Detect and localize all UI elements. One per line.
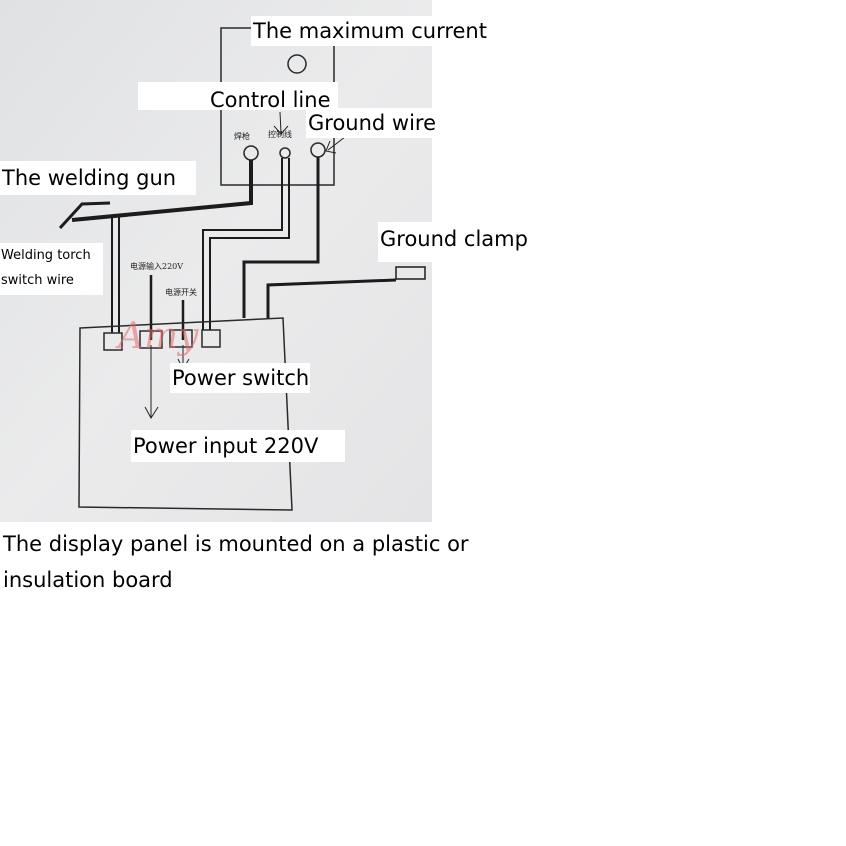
power-switch-cn-label: 电源开关 bbox=[165, 287, 197, 297]
power-input-cn-label: 电源输入220V bbox=[130, 261, 183, 271]
max-current-knob bbox=[287, 54, 307, 74]
control-line-wires bbox=[202, 158, 290, 330]
torch-switch-label: Welding torch switch wire bbox=[0, 243, 103, 295]
ground-wire-label: Ground wire bbox=[306, 108, 436, 138]
mounting-note: The display panel is mounted on a plasti… bbox=[3, 526, 523, 598]
ground-clamp bbox=[266, 266, 426, 318]
torch-switch-terminal bbox=[103, 332, 123, 351]
power-input-terminal bbox=[139, 330, 163, 349]
power-input-label: Power input 220V bbox=[131, 430, 345, 462]
control-line-label-background bbox=[138, 82, 338, 110]
power-switch-terminal bbox=[169, 329, 193, 348]
control-line-terminal bbox=[279, 147, 291, 159]
power-box bbox=[78, 317, 293, 511]
welding-gun-wire bbox=[58, 160, 253, 230]
torch-switch-wires bbox=[111, 216, 120, 333]
max-current-label: The maximum current bbox=[251, 16, 493, 46]
ground-wire bbox=[242, 157, 320, 318]
power-leads bbox=[149, 275, 185, 340]
control-line-cn-label: 控制线 bbox=[268, 129, 292, 139]
watermark-text: Amy bbox=[115, 316, 199, 357]
torch-switch-label-line1: Welding torch bbox=[1, 248, 91, 263]
welding-gun-label: The welding gun bbox=[0, 161, 196, 195]
control-terminal bbox=[201, 329, 221, 348]
torch-switch-label-line2: switch wire bbox=[1, 273, 74, 288]
welding-gun-cn-label: 焊枪 bbox=[234, 131, 250, 141]
mounting-note-line1: The display panel is mounted on a plasti… bbox=[3, 532, 469, 556]
ground-clamp-label: Ground clamp bbox=[378, 222, 536, 262]
power-switch-label: Power switch bbox=[170, 363, 310, 393]
annotation-arrows bbox=[144, 111, 346, 419]
mounting-note-line2: insulation board bbox=[3, 568, 173, 592]
